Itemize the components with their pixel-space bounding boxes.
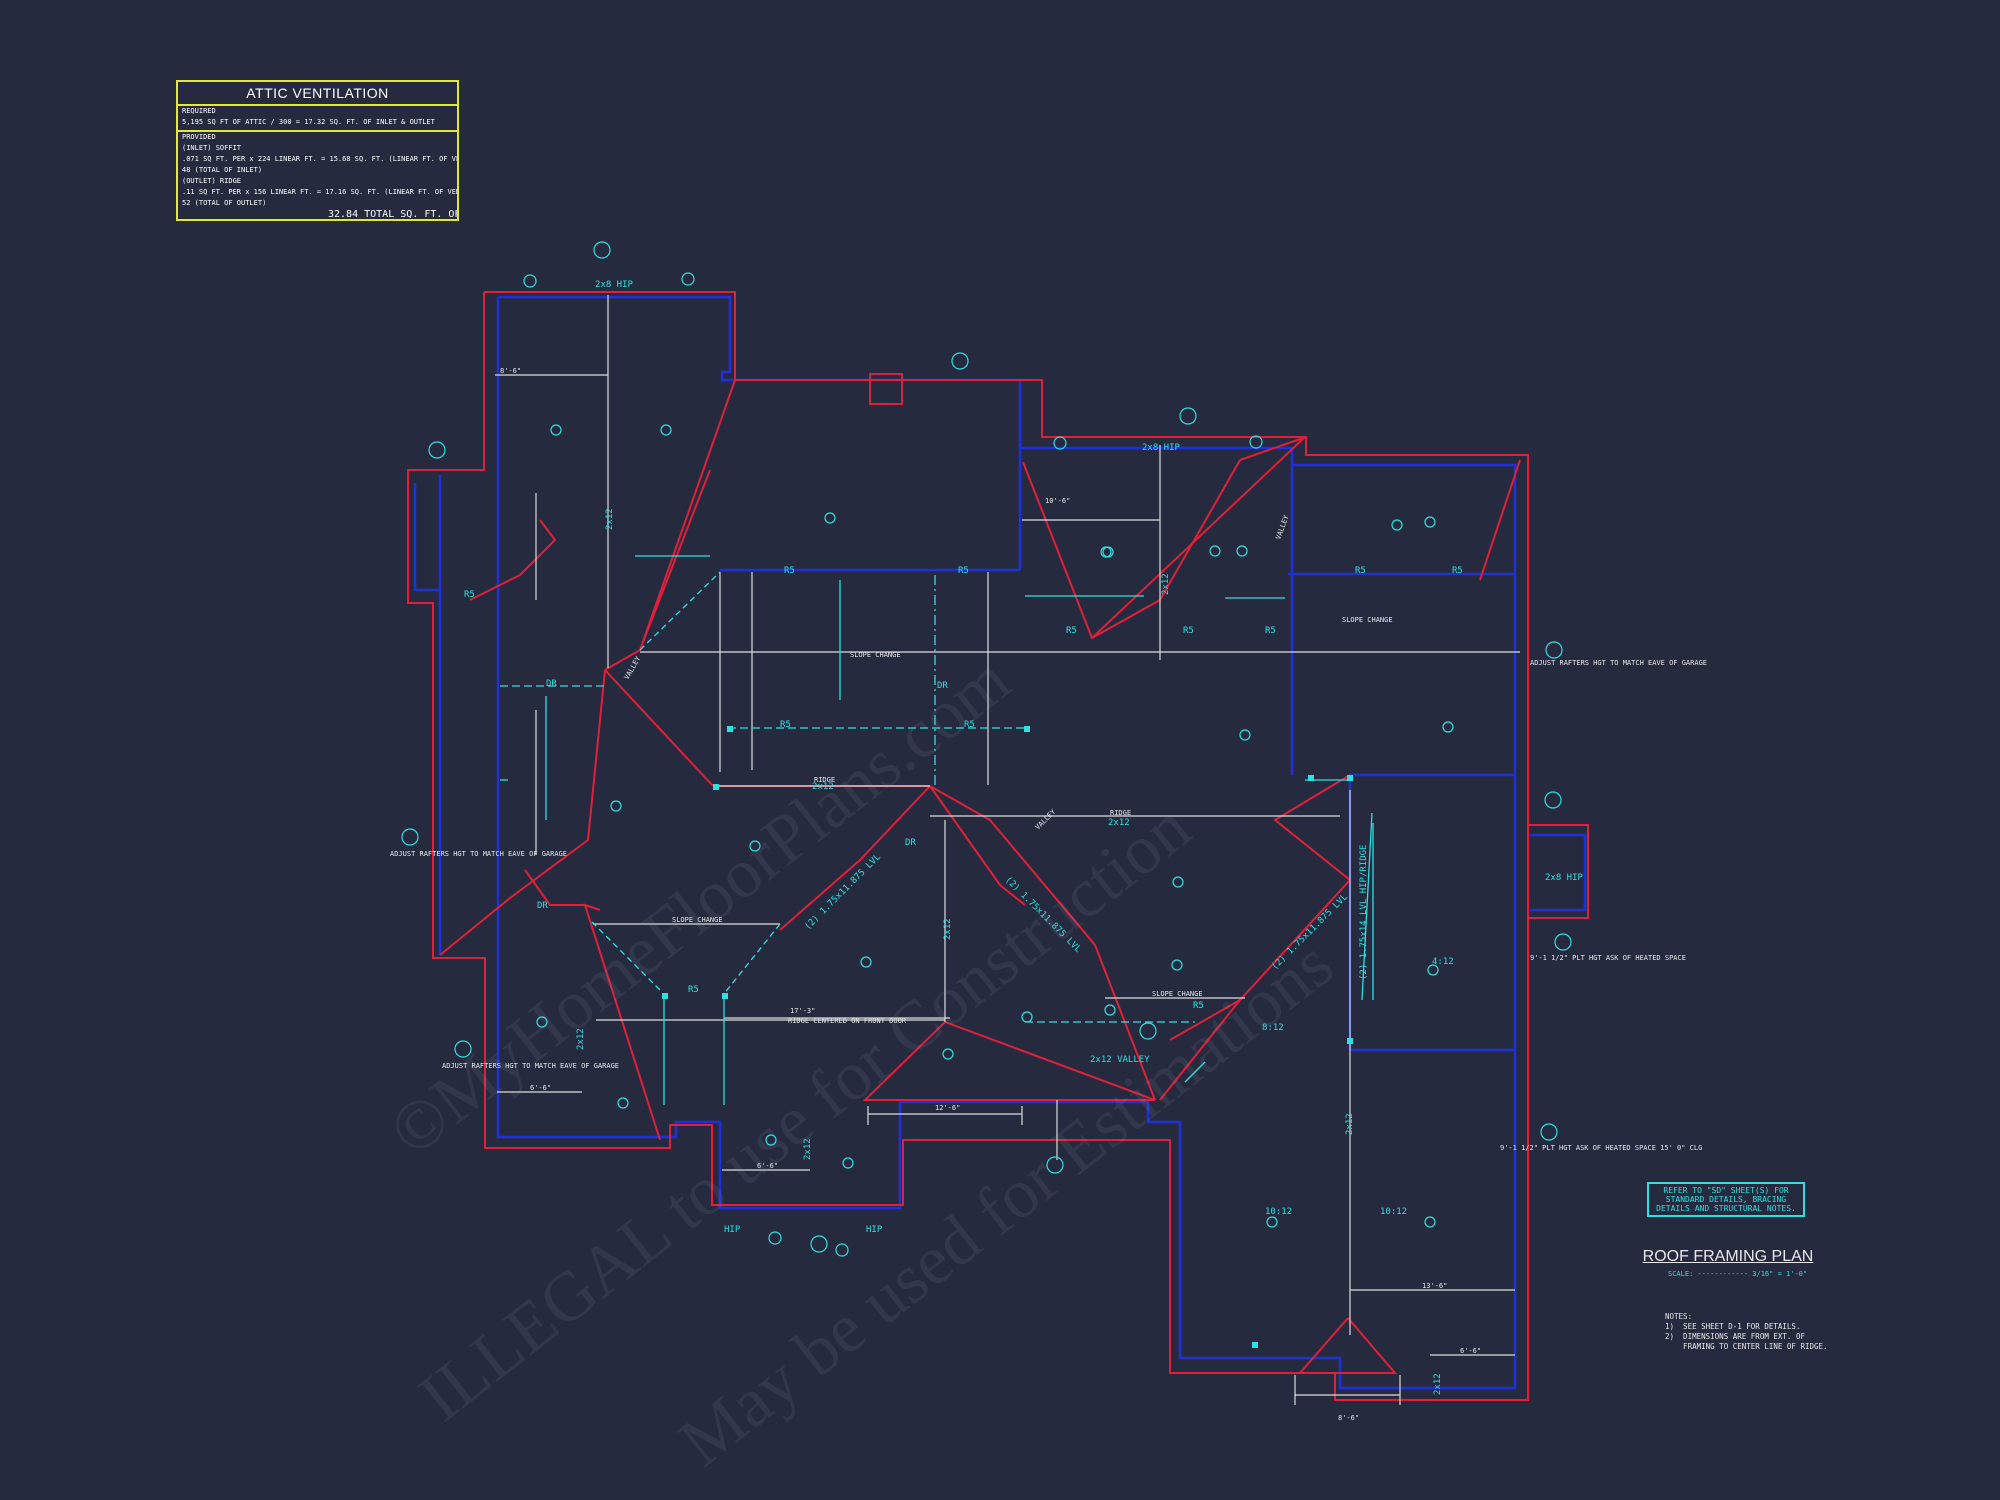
ridge-size-label: 2x12 [1161, 573, 1171, 595]
rafter-note: ADJUST RAFTERS HGT TO MATCH EAVE OF GARA… [442, 1062, 619, 1070]
slope-label: 8:12 [1262, 1023, 1284, 1033]
r5-label: R5 [1265, 626, 1276, 636]
inlet-total: 48 (TOTAL OF INLET) [182, 166, 263, 174]
dimension-label: 6'-6" [1460, 1347, 1481, 1355]
hip-label: HIP [724, 1225, 741, 1235]
r5-label: R5 [1183, 626, 1194, 636]
inlet-label: (INLET) SOFFIT [182, 144, 242, 152]
ridge-label: RIDGE [1110, 809, 1131, 817]
ridge-size-label: 2x12 [803, 1138, 813, 1160]
plate-height-note: 9'-1 1/2" PLT HGT ASK OF HEATED SPACE 15… [1500, 1144, 1702, 1152]
wall-lines [413, 295, 1587, 1390]
ridge-size-label: 2x12 [812, 782, 834, 792]
outlet-label: (OUTLET) RIDGE [182, 177, 242, 185]
r5-label: R5 [1452, 566, 1463, 576]
rafter-note: ADJUST RAFTERS HGT TO MATCH EAVE OF GARA… [390, 850, 567, 858]
slope-change-label: SLOPE CHANGE [1152, 990, 1203, 998]
r5-label: R5 [784, 566, 795, 576]
ridge-label: RIDGE [814, 776, 835, 784]
ridge-size-label: 2x12 [1433, 1373, 1443, 1395]
construction-lines [495, 295, 1520, 1405]
slope-change-label: SLOPE CHANGE [850, 651, 901, 659]
table-divider [178, 130, 457, 132]
dimension-label: 8'-6" [500, 367, 521, 375]
dimension-label: 6'-6" [530, 1084, 551, 1092]
slope-label: 10:12 [1380, 1207, 1407, 1217]
dimension-label: 6'-6" [757, 1162, 778, 1170]
dr-label: DR [537, 901, 548, 911]
notes-line: REFER TO "SD" SHEET(S) FOR [1663, 1186, 1789, 1195]
slope-change-label: SLOPE CHANGE [672, 916, 723, 924]
notes-line: STANDARD DETAILS, BRACING [1665, 1195, 1787, 1204]
ridge-size-label: 2x12 [576, 1028, 586, 1050]
r5-label: R5 [688, 985, 699, 995]
dr-label: DR [546, 679, 557, 689]
attic-ventilation-table: ATTIC VENTILATION REQUIRED 5,195 SQ FT O… [176, 80, 459, 221]
dimension-label: 17'-3" [790, 1007, 815, 1015]
dr-label: DR [905, 838, 916, 848]
slope-change-label: SLOPE CHANGE [1342, 616, 1393, 624]
attic-ventilation-title: ATTIC VENTILATION [178, 82, 457, 106]
r5-label: R5 [780, 720, 791, 730]
r5-label: R5 [964, 720, 975, 730]
valley-label: 2x12 VALLEY [1090, 1055, 1150, 1065]
r5-label: R5 [1355, 566, 1366, 576]
required-label: REQUIRED [182, 107, 216, 115]
plan-scale: SCALE: ------------ 3/16" = 1'-0" [1668, 1270, 1808, 1278]
ridge-centered-label: RIDGE CENTERED ON FRONT DOOR [788, 1017, 907, 1025]
slope-label: 4:12 [1432, 957, 1454, 967]
dimension-label: 12'-6" [935, 1104, 960, 1112]
r5-label: R5 [958, 566, 969, 576]
plan-notes: NOTES: 1) SEE SHEET D-1 FOR DETAILS. 2) … [1665, 1312, 1828, 1351]
valley-label: VALLEY [1034, 807, 1058, 831]
notes-line: DETAILS AND STRUCTURAL NOTES. [1656, 1204, 1796, 1213]
dimension-label: 10'-6" [1045, 497, 1070, 505]
lvl-ridge-label: (2) 1.75x14 LVL HIP/RIDGE [1359, 845, 1369, 980]
r5-label: R5 [1066, 626, 1077, 636]
provided-label: PROVIDED [182, 133, 216, 141]
ridge-size-label: 2x12 [605, 508, 615, 530]
ridge-size-label: 2x12 [943, 918, 953, 940]
slope-markers [401, 241, 1572, 1257]
structural-notes-reference: REFER TO "SD" SHEET(S) FOR STANDARD DETA… [1647, 1182, 1805, 1217]
hip-label: 2x8 HIP [595, 280, 634, 290]
hip-label: 2x8 HIP [1142, 443, 1181, 453]
outlet-line: .11 SQ FT. PER x 156 LINEAR FT. = 17.16 … [182, 188, 457, 196]
plan-title: ROOF FRAMING PLAN [1642, 1248, 1814, 1265]
slope-label: 10:12 [1265, 1207, 1292, 1217]
dr-label: DR [937, 681, 948, 691]
beam-nodes [662, 726, 1353, 1348]
annotation-lines [500, 555, 1374, 1105]
outlet-total: 52 (TOTAL OF OUTLET) [182, 199, 267, 207]
ridge-size-label: 2x12 [1108, 818, 1130, 828]
ridge-size-label: 2x12 [1345, 1113, 1355, 1135]
dimension-label: 8'-6" [1338, 1414, 1359, 1422]
rafter-note: ADJUST RAFTERS HGT TO MATCH EAVE OF GARA… [1530, 659, 1707, 667]
inlet-line: .071 SQ FT. PER x 224 LINEAR FT. = 15.68… [182, 155, 457, 163]
required-line: 5,195 SQ FT OF ATTIC / 300 = 17.32 SQ. F… [182, 118, 435, 126]
r5-label: R5 [464, 590, 475, 600]
valley-label: VALLEY [1274, 513, 1290, 540]
total-vent-line: 32.84 TOTAL SQ. FT. OF VENT. [328, 209, 457, 220]
r5-label: R5 [1193, 1001, 1204, 1011]
dimension-label: 13'-6" [1422, 1282, 1447, 1290]
hip-label: HIP [866, 1225, 883, 1235]
plate-height-note: 9'-1 1/2" PLT HGT ASK OF HEATED SPACE [1530, 954, 1686, 962]
hip-size-label: 2x8 HIP [1545, 873, 1584, 883]
